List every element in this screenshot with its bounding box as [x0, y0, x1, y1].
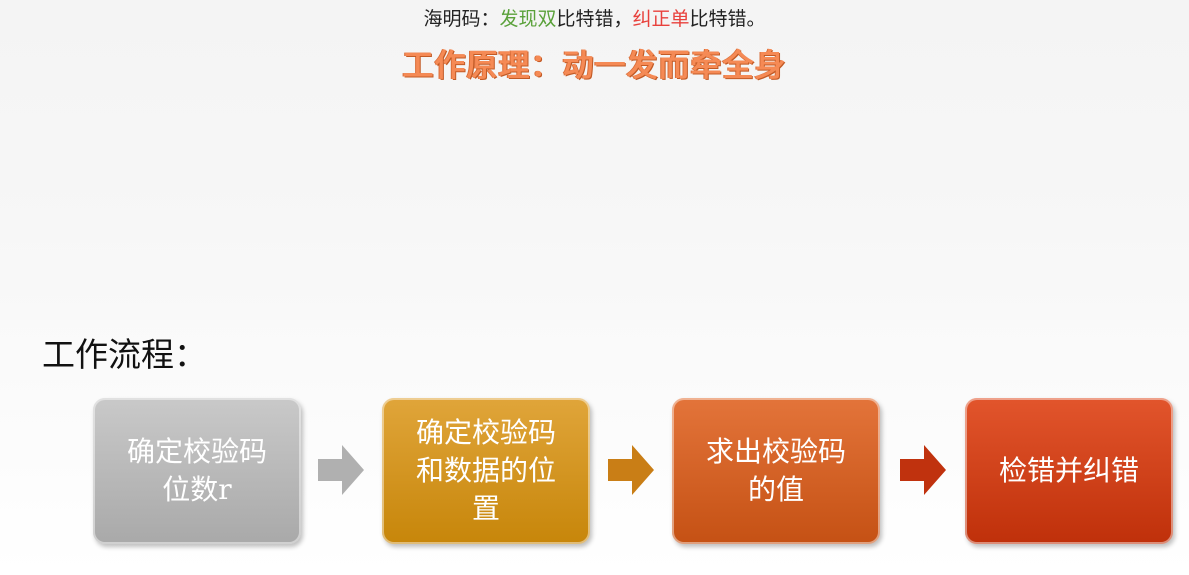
step-box-determine-bits: 确定校验码 位数r — [93, 398, 301, 544]
step-3-line-1: 求出校验码 — [705, 435, 846, 468]
summary-detect-double: 发现双 — [499, 8, 557, 30]
arrow-icon — [318, 445, 364, 495]
arrow-icon — [608, 445, 654, 495]
step-1-line-1: 确定校验码 — [126, 435, 267, 468]
step-2-line-1: 确定校验码 — [415, 416, 556, 449]
summary-correct-single: 纠正单 — [632, 8, 690, 30]
working-principle-heading: 工作原理：动一发而牵全身 — [402, 48, 787, 84]
step-1-line-2: 位数r — [162, 473, 232, 506]
arrow-icon — [900, 445, 946, 495]
workflow-title: 工作流程： — [42, 335, 207, 374]
step-box-compute-values: 求出校验码 的值 — [672, 398, 880, 544]
step-2-line-2: 和数据的位 — [415, 454, 556, 487]
step-3-line-2: 的值 — [747, 473, 804, 506]
summary-prefix: 海明码： — [423, 8, 500, 30]
summary-detect-rest: 比特错， — [556, 8, 633, 30]
step-box-detect-correct: 检错并纠错 — [965, 398, 1173, 544]
step-4-line-1: 检错并纠错 — [998, 454, 1139, 487]
step-box-determine-positions: 确定校验码 和数据的位 置 — [382, 398, 590, 544]
step-2-line-3: 置 — [471, 492, 500, 525]
summary-correct-rest: 比特错。 — [689, 8, 766, 30]
hamming-summary-line: 海明码：发现双比特错，纠正单比特错。 — [0, 4, 1189, 31]
